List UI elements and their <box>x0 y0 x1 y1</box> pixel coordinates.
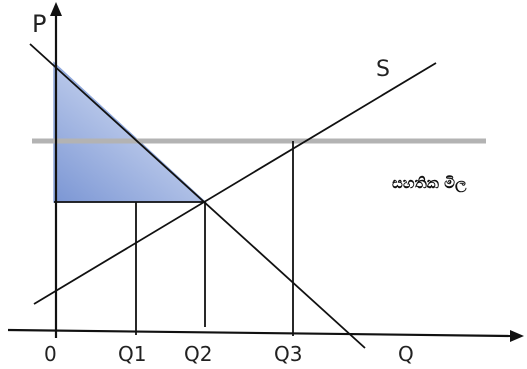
q2-label: Q2 <box>184 342 212 366</box>
supply-label: S <box>376 57 390 82</box>
supply-curve <box>33 62 437 305</box>
p-axis-label: P <box>32 10 46 38</box>
q1-label: Q1 <box>118 342 146 366</box>
origin-label: 0 <box>44 342 57 366</box>
q3-label: Q3 <box>274 342 302 366</box>
guaranteed-price-label: සහතික මිල <box>392 174 467 193</box>
p-axis-arrow <box>50 2 62 16</box>
q-axis-label: Q <box>398 342 414 366</box>
demand-curve <box>29 43 366 349</box>
q-axis <box>7 328 513 338</box>
q-axis-arrow <box>510 330 524 342</box>
